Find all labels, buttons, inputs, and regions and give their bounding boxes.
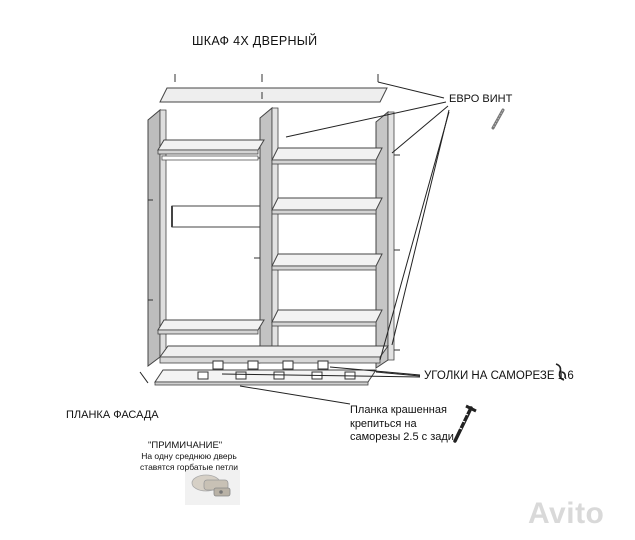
left-shelves (157, 139, 265, 335)
note-body: На одну среднюю дверь ставятся горбатые … (140, 451, 238, 472)
hinge-photo-icon (185, 470, 240, 505)
painted-strip-label: Планка крашенная крепиться на саморезы 2… (350, 404, 470, 445)
facade-strip-label: ПЛАНКА ФАСАДА (66, 409, 159, 421)
painted-strip-line-1: Планка крашенная (350, 404, 447, 416)
corner-bracket-icon (555, 363, 566, 381)
facade-strip (154, 369, 377, 386)
right-side-panel (375, 110, 400, 369)
left-side-panel (147, 108, 167, 367)
painted-strip-line-2: крепиться на (350, 417, 417, 430)
facade-leaders (139, 371, 351, 405)
note-title: "ПРИМИЧАНИЕ" (148, 440, 223, 451)
corners-label: УГОЛКИ НА САМОРЕЗЕ 1.6 (424, 370, 574, 382)
diagram-title: ШКАФ 4Х ДВЕРНЫЙ (192, 34, 318, 48)
euro-screw-label: ЕВРО ВИНТ (449, 93, 513, 105)
right-shelves (271, 147, 383, 327)
top-panel (159, 74, 388, 103)
self-tapping-screw-icon (453, 404, 477, 443)
painted-strip-line-3: саморезы 2.5 с зади (350, 431, 454, 443)
corners-leaders (221, 366, 421, 378)
middle-partition (254, 106, 279, 364)
bottom-panel (159, 345, 389, 370)
euro-screw-leaders (285, 81, 450, 361)
euro-screw-icon (491, 108, 505, 130)
avito-logo-icon: Avito (528, 497, 605, 530)
